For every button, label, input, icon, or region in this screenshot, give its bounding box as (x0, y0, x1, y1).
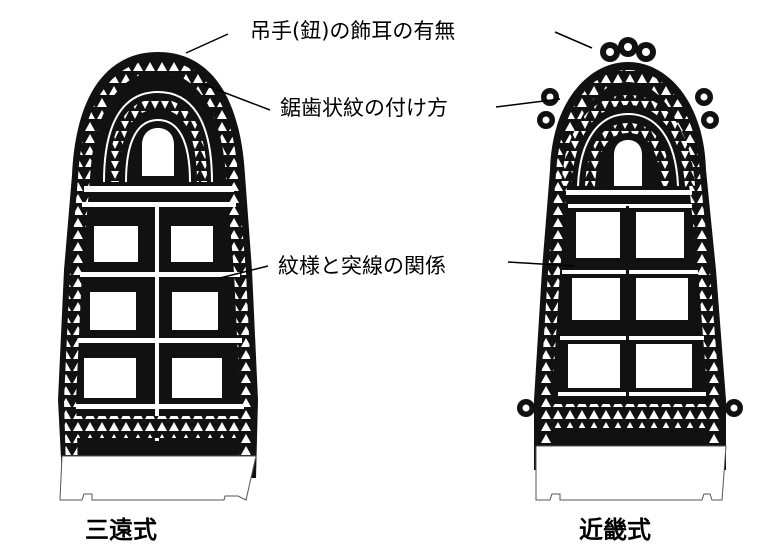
leader-line (201, 83, 271, 111)
kinki-window (568, 344, 620, 388)
sawtooth-label: 鋸歯状紋の付け方 (280, 96, 448, 120)
sanen-band-line (76, 404, 244, 409)
kinki-hem (535, 445, 727, 501)
sanen-loop-inner (125, 118, 191, 183)
sanen-band-line (82, 202, 236, 207)
leader-line (507, 261, 575, 267)
kinki-caption: 近畿式 (579, 516, 651, 544)
leader-lines (185, 31, 593, 279)
sanen-band-line (78, 338, 242, 343)
leader-line (219, 265, 269, 279)
sanen-band-line (80, 272, 240, 277)
leader-line (554, 31, 593, 49)
sanen-sawtooth-border (63, 59, 253, 476)
sanen-band-line (84, 186, 234, 192)
leader-line (495, 98, 561, 108)
sanen-bottom-sawtooth (74, 416, 246, 438)
sanen-window (90, 292, 136, 330)
kinki-window (636, 212, 684, 258)
sanen-loop-hole (142, 128, 174, 176)
kinki-sawtooth-border (540, 69, 720, 468)
leader-line (185, 33, 229, 54)
kinki-band-line (562, 270, 698, 274)
kinki-band-line (568, 204, 692, 208)
sanen-loop-outer (103, 90, 213, 183)
sanen-loop-sawtooth (109, 98, 207, 183)
sanen-window (172, 358, 222, 398)
sanen-window (172, 292, 218, 330)
sanen-window (171, 226, 213, 262)
kinki-window (636, 344, 692, 388)
kinki-vertical-line (626, 206, 629, 396)
sanen-vertical-line (155, 205, 159, 441)
kinki-loop-line (577, 112, 679, 187)
kinki-window (576, 212, 620, 258)
kinki-loop-hole (614, 140, 642, 186)
kinki-bell (517, 37, 743, 501)
kinki-band-line (560, 336, 704, 340)
sanen-bell (58, 52, 258, 501)
kinki-sawtooth-inner (561, 94, 695, 187)
sanen-window (94, 226, 138, 262)
sanen-hem (59, 455, 257, 501)
kinki-band-line (566, 190, 692, 195)
kinki-window (572, 278, 620, 320)
pattern-lines-label: 紋様と突線の関係 (278, 254, 446, 278)
kinki-bottom-sawtooth (552, 404, 714, 428)
sanen-caption: 三遠式 (85, 516, 157, 544)
kinki-band-line (558, 392, 706, 396)
kinki-window (636, 278, 688, 320)
loop-ears-label: 吊手(鈕)の飾耳の有無 (250, 19, 456, 43)
kinki-loop-sawtooth (585, 122, 671, 187)
sanen-window (84, 358, 136, 398)
